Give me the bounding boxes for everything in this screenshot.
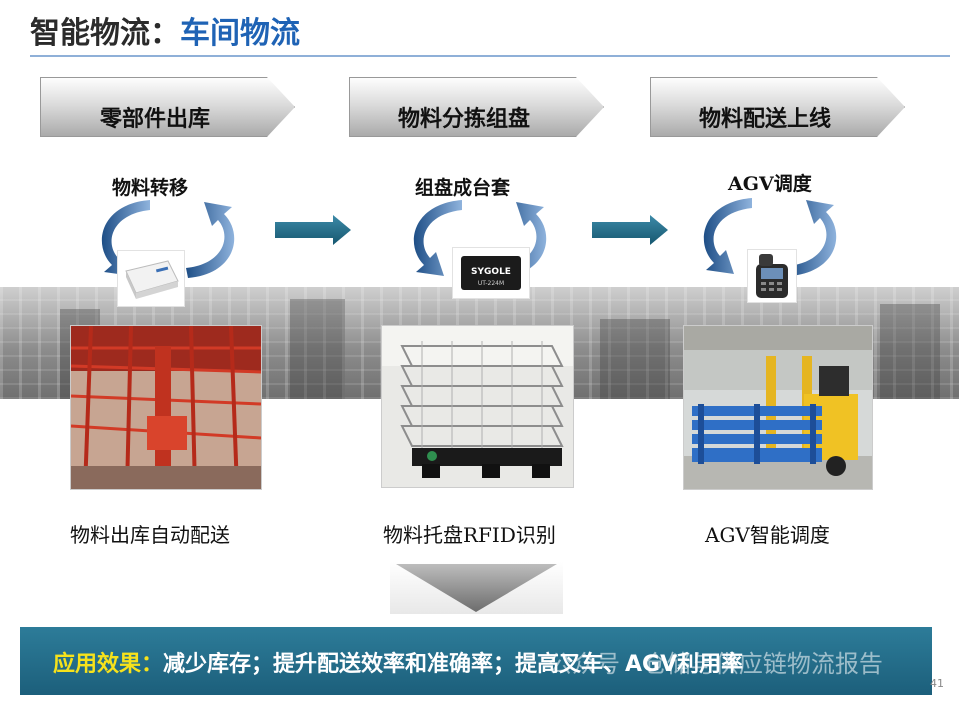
cycle-1-arrows-icon [101, 200, 235, 278]
flow-arrow-1-icon [275, 215, 351, 245]
forklift-agv-photo [683, 325, 873, 490]
flow-arrow-2-icon [592, 215, 668, 245]
caption-2: 物料托盘RFID识别 [383, 523, 556, 547]
title-main: 智能物流： [30, 16, 180, 51]
step-1-chevron [40, 77, 295, 137]
result-label: 应用效果： [53, 652, 164, 677]
cycle-3-arrows-icon [703, 198, 837, 276]
title-sub: 车间物流 [180, 16, 300, 51]
down-arrow-icon [396, 564, 557, 612]
step-2-label: 物料分拣组盘 [397, 107, 530, 132]
title-divider [30, 55, 950, 57]
watermark: 公众号 · 仓储与供应链物流报告 [548, 650, 883, 678]
device-brand: SYGOLE [471, 267, 511, 277]
step-3-label: 物料配送上线 [698, 107, 831, 132]
step-1-label: 零部件出库 [99, 107, 210, 132]
down-arrow-box [390, 562, 563, 614]
result-body: 减少库存；提升配送效率和准确率；提高叉车、AGV利用率 [163, 652, 744, 677]
cycle-2-label: 组盘成台套 [415, 177, 511, 199]
step-2-chevron [349, 77, 604, 137]
caption-3: AGV智能调度 [705, 523, 830, 547]
cycle-1-label: 物料转移 [112, 177, 189, 199]
device-model: UT-224M [478, 280, 504, 287]
rfid-reader-icon [117, 250, 185, 307]
step-3-chevron [650, 77, 905, 137]
result-text: 应用效果：减少库存；提升配送效率和准确率；提高叉车、AGV利用率 [53, 646, 743, 678]
page-title: 智能物流：车间物流 [30, 8, 300, 52]
page-number: 41 [930, 677, 944, 690]
warehouse-stacker-photo [70, 325, 262, 490]
cycle-3-label: AGV调度 [728, 173, 812, 195]
cycle-2-arrows-icon [413, 200, 547, 278]
result-bar: 应用效果：减少库存；提升配送效率和准确率；提高叉车、AGV利用率 [20, 627, 932, 695]
material-pallet-rack-photo [381, 325, 574, 488]
caption-1: 物料出库自动配送 [70, 523, 230, 547]
rfid-tag-icon: SYGOLE UT-224M [452, 247, 530, 299]
handheld-terminal-icon [747, 249, 797, 303]
